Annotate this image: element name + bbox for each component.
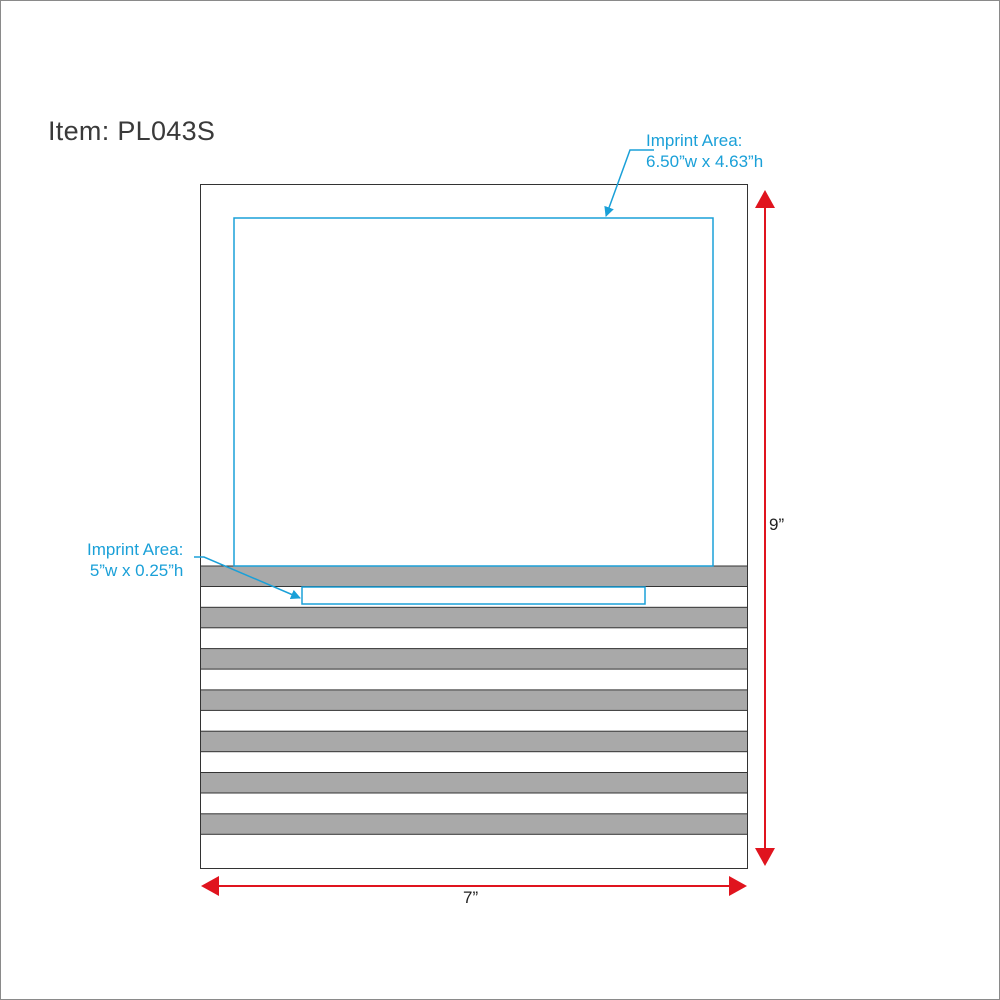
product-outline	[200, 184, 748, 869]
stripe-band	[200, 565, 748, 587]
stripe-bands	[200, 565, 748, 835]
bottom-imprint-area-box	[301, 586, 646, 605]
height-dimension-arrow	[755, 190, 775, 866]
stripe-band	[200, 648, 748, 670]
width-dimension-label: 7”	[463, 888, 479, 907]
bottom-imprint-area-size: 5”w x 0.25”h	[89, 561, 184, 580]
top-imprint-leader-arrow	[604, 149, 654, 217]
width-dimension-arrow	[201, 876, 747, 896]
stripe-band	[200, 689, 748, 711]
top-imprint-area-title: Imprint Area:	[646, 131, 743, 150]
stripe-band	[200, 813, 748, 835]
stripe-band	[200, 606, 748, 629]
stripe-band	[200, 772, 748, 794]
bottom-imprint-area-title: Imprint Area:	[87, 540, 184, 559]
height-dimension-label: 9”	[769, 515, 785, 534]
bottom-imprint-area-label: Imprint Area: 5”w x 0.25”h	[87, 539, 183, 581]
stripe-band	[200, 730, 748, 753]
top-imprint-area-label: Imprint Area: 6.50”w x 4.63”h	[646, 130, 763, 172]
top-imprint-area-box	[233, 217, 714, 567]
bottom-imprint-leader-arrow	[194, 556, 301, 600]
top-imprint-area-size: 6.50”w x 4.63”h	[646, 152, 764, 171]
item-title: Item: PL043S	[48, 116, 216, 146]
